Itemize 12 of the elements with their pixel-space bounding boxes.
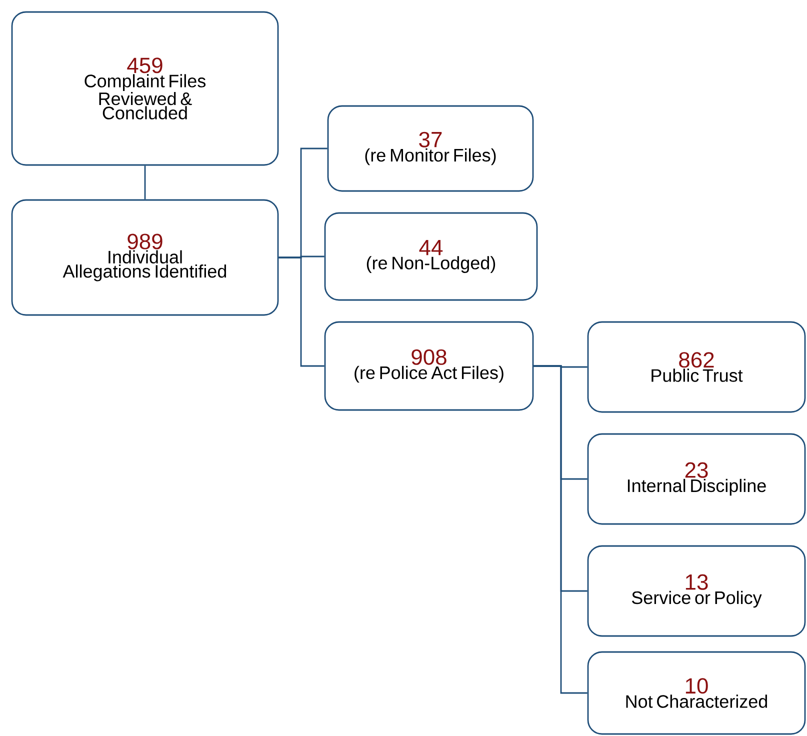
connector-line <box>144 166 146 200</box>
connector-line <box>278 256 324 367</box>
connector-line <box>534 365 588 694</box>
count-box: 862 Public Trust <box>587 321 806 413</box>
count-box: 908 (re Police Act Files) <box>324 321 534 411</box>
count-box: 37 (re Monitor Files) <box>327 105 534 192</box>
count-box: 10 Not Characterized <box>587 651 806 735</box>
count-box: 13 Service or Policy <box>587 545 806 637</box>
count-box: 459 Complaint Files Reviewed & Concluded <box>11 11 279 166</box>
count-box: 23 Internal Discipline <box>587 433 806 525</box>
count-box: 989 Individual Allegations Identified <box>11 199 279 316</box>
count-box: 44 (re Non-Lodged) <box>324 212 538 301</box>
